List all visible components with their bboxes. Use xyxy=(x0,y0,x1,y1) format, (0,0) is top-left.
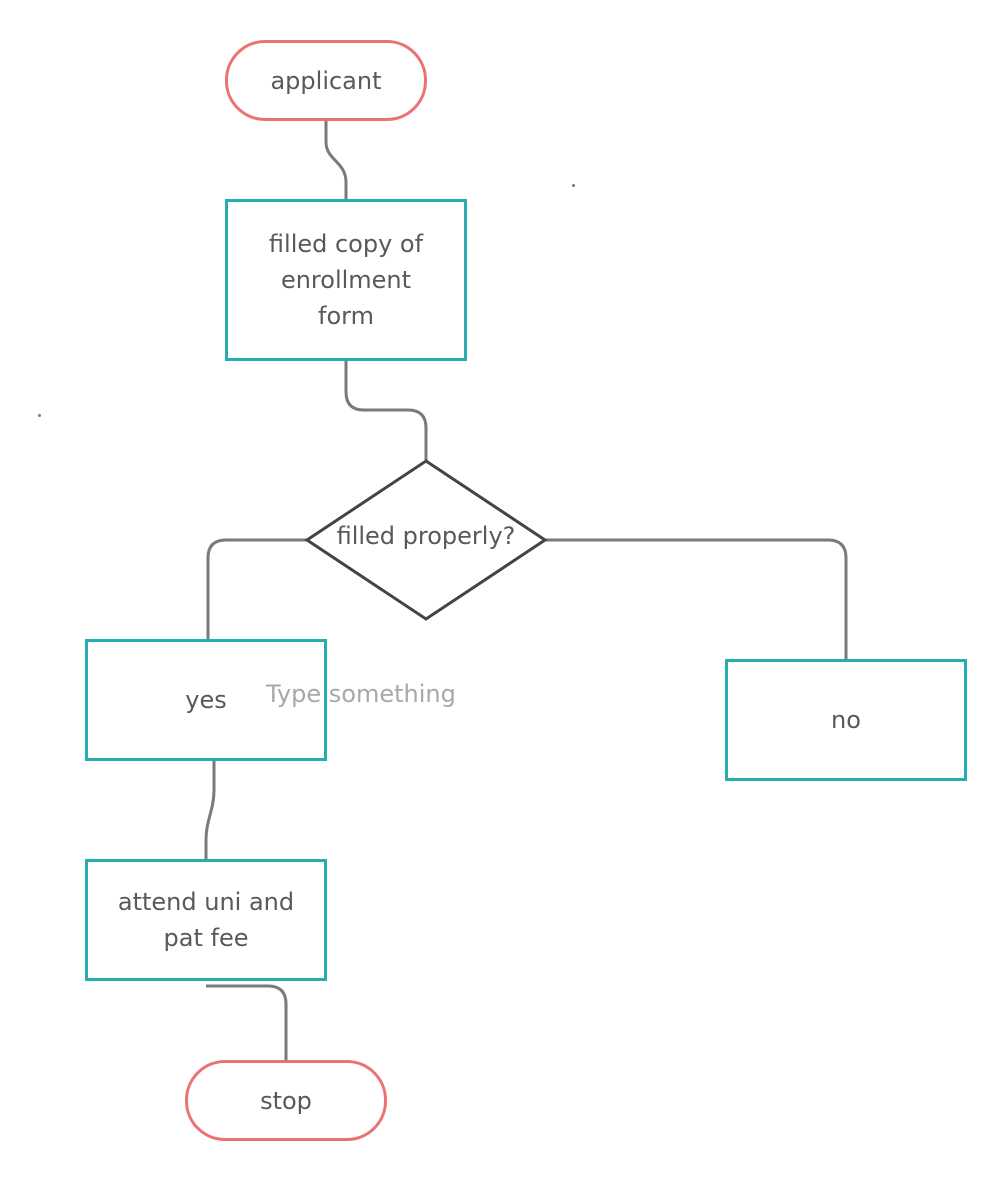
connector-attend-to-stop[interactable] xyxy=(206,984,288,1060)
connector-yes-to-attend[interactable] xyxy=(204,760,216,860)
canvas-dot xyxy=(38,414,41,417)
decision-diamond[interactable] xyxy=(304,459,548,621)
stop-label: stop xyxy=(260,1086,312,1115)
connector-applicant-to-form[interactable] xyxy=(324,120,348,200)
canvas-dot xyxy=(572,184,575,187)
enrollment-form-label: filled copy of enrollment form xyxy=(268,230,424,330)
connector-form-to-decision[interactable] xyxy=(344,360,428,460)
yes-process-node[interactable]: yes xyxy=(85,639,327,761)
attend-process-node[interactable]: attend uni and pat fee xyxy=(85,859,327,981)
no-label: no xyxy=(831,706,861,734)
decision-label: filled properly? xyxy=(336,522,516,550)
start-terminal-node[interactable]: applicant xyxy=(225,40,427,121)
start-terminal-label: applicant xyxy=(270,66,382,95)
stop-terminal-node[interactable]: stop xyxy=(185,1060,387,1141)
text-placeholder[interactable]: Type something xyxy=(266,680,456,708)
enrollment-form-process-node[interactable]: filled copy of enrollment form xyxy=(225,199,467,361)
no-process-node[interactable]: no xyxy=(725,659,967,781)
connector-decision-to-no[interactable] xyxy=(546,538,848,660)
connector-decision-to-yes[interactable] xyxy=(206,538,306,640)
attend-label: attend uni and pat fee xyxy=(117,888,295,952)
yes-label: yes xyxy=(185,686,227,714)
